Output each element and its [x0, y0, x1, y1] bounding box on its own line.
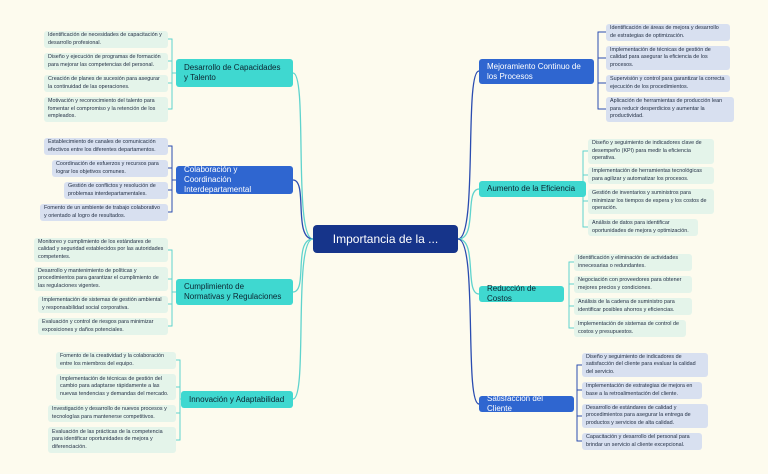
branch-label: Satisfacción del Cliente [487, 394, 544, 413]
leaf-item[interactable]: Evaluación y control de riesgos para min… [38, 318, 168, 335]
leaf-item[interactable]: Implementación de técnicas de gestión de… [56, 374, 176, 400]
leaf-item[interactable]: Gestión de conflictos y resolución de pr… [64, 182, 168, 199]
root-topic[interactable]: Importancia de la ... [313, 225, 458, 253]
branch-label: Innovación y Adaptabilidad [189, 394, 285, 404]
branch-innovacion-adaptabilidad[interactable]: Innovación y Adaptabilidad [181, 391, 293, 408]
branch-desarrollo-capacidades[interactable]: Desarrollo de Capacidades y Talento [176, 59, 293, 87]
branch-label: Cumplimiento de Normativas y Regulacione… [184, 282, 282, 301]
leaf-item[interactable]: Identificación de necesidades de capacit… [44, 31, 168, 48]
leaf-item[interactable]: Implementación de herramientas tecnológi… [588, 167, 714, 184]
leaf-item[interactable]: Análisis de datos para identificar oport… [588, 219, 698, 236]
branch-label: Reducción de Costos [487, 284, 536, 303]
leaf-item[interactable]: Negociación con proveedores para obtener… [574, 276, 692, 293]
branch-satisfaccion-cliente[interactable]: Satisfacción del Cliente [479, 394, 574, 413]
leaf-item[interactable]: Monitoreo y cumplimiento de los estándar… [34, 238, 168, 262]
leaf-item[interactable]: Creación de planes de sucesión para aseg… [44, 75, 168, 92]
branch-label: Mejoramiento Continuo de los Procesos [487, 61, 581, 81]
leaf-item[interactable]: Coordinación de esfuerzos y recursos par… [52, 160, 168, 177]
leaf-item[interactable]: Implementación de técnicas de gestión de… [606, 46, 730, 70]
leaf-item[interactable]: Implementación de sistemas de control de… [574, 320, 686, 337]
leaf-item[interactable]: Fomento de un ambiente de trabajo colabo… [40, 204, 168, 221]
leaf-item[interactable]: Establecimiento de canales de comunicaci… [44, 138, 168, 155]
leaf-item[interactable]: Investigación y desarrollo de nuevos pro… [48, 405, 176, 422]
root-topic-label: Importancia de la ... [332, 232, 439, 246]
leaf-item[interactable]: Diseño y seguimiento de indicadores de s… [582, 353, 708, 377]
leaf-item[interactable]: Desarrollo de estándares de calidad y pr… [582, 404, 708, 428]
branch-label: Colaboración y Coordinación Interdeparta… [184, 165, 252, 194]
leaf-item[interactable]: Evaluación de las prácticas de la compet… [48, 427, 176, 453]
branch-label: Desarrollo de Capacidades y Talento [184, 63, 281, 82]
leaf-item[interactable]: Aplicación de herramientas de producción… [606, 97, 734, 122]
branch-colaboracion-coordinacion[interactable]: Colaboración y Coordinación Interdeparta… [176, 165, 293, 194]
leaf-item[interactable]: Capacitación y desarrollo del personal p… [582, 433, 702, 450]
leaf-item[interactable]: Implementación de estrategias de mejora … [582, 382, 702, 399]
leaf-item[interactable]: Implementación de sistemas de gestión am… [38, 296, 168, 313]
leaf-item[interactable]: Identificación de áreas de mejora y desa… [606, 24, 730, 41]
leaf-item[interactable]: Supervisión y control para garantizar la… [606, 75, 730, 92]
branch-label: Aumento de la Eficiencia [487, 184, 576, 193]
leaf-item[interactable]: Motivación y reconocimiento del talento … [44, 97, 168, 122]
branch-reduccion-costos[interactable]: Reducción de Costos [479, 284, 564, 303]
leaf-item[interactable]: Diseño y ejecución de programas de forma… [44, 53, 168, 70]
leaf-item[interactable]: Gestión de inventarios y suministros par… [588, 189, 714, 214]
branch-cumplimiento-normativas[interactable]: Cumplimiento de Normativas y Regulacione… [176, 279, 293, 305]
branch-aumento-eficiencia[interactable]: Aumento de la Eficiencia [479, 181, 586, 197]
leaf-item[interactable]: Fomento de la creatividad y la colaborac… [56, 352, 176, 369]
leaf-item[interactable]: Análisis de la cadena de suministro para… [574, 298, 692, 315]
branch-mejoramiento-continuo[interactable]: Mejoramiento Continuo de los Procesos [479, 59, 594, 84]
leaf-item[interactable]: Desarrollo y mantenimiento de políticas … [34, 267, 168, 291]
leaf-item[interactable]: Identificación y eliminación de activida… [574, 254, 692, 271]
leaf-item[interactable]: Diseño y seguimiento de indicadores clav… [588, 139, 714, 164]
